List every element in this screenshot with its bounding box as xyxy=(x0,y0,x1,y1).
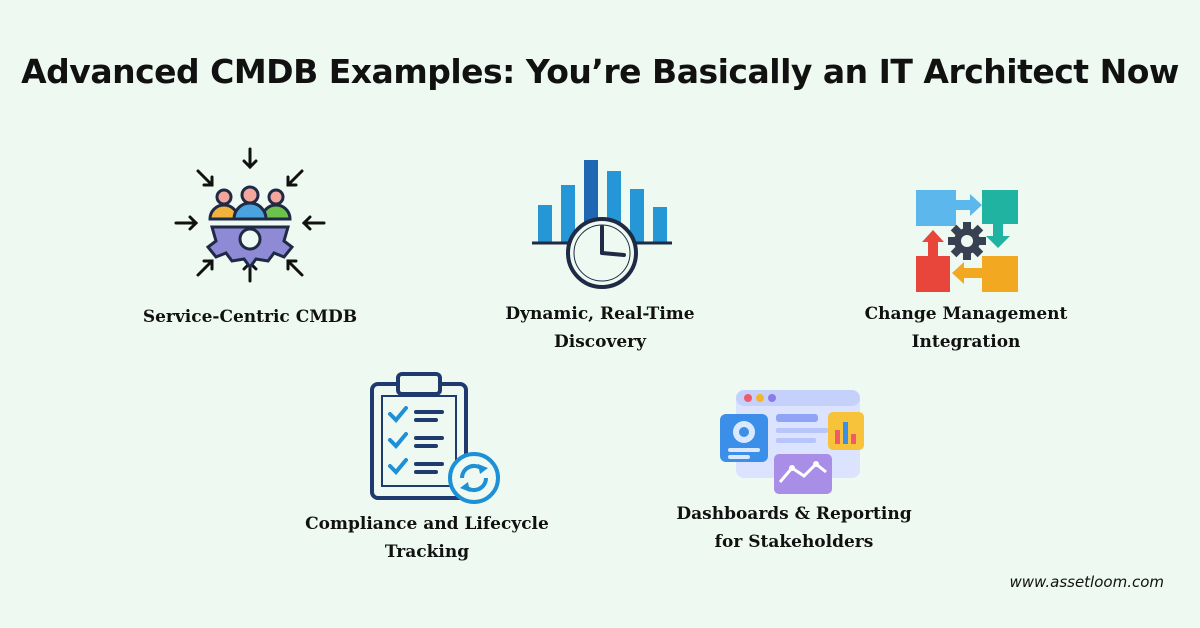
website-url: www.assetloom.com xyxy=(1009,573,1164,591)
item-label-change-management: Change Management Integration xyxy=(864,304,1068,352)
clock-bar-chart-icon xyxy=(532,160,672,289)
item-label-service-centric: Service-Centric CMDB xyxy=(142,307,358,327)
dashboard-report-icon xyxy=(720,390,864,494)
item-label-dynamic-discovery: Dynamic, Real-Time Discovery xyxy=(505,304,695,352)
puzzle-gear-icon xyxy=(916,190,1018,292)
item-label-compliance-tracking: Compliance and Lifecycle Tracking xyxy=(305,514,549,562)
team-gear-icon xyxy=(174,147,326,283)
page-title: Advanced CMDB Examples: You’re Basically… xyxy=(21,52,1179,91)
checklist-clipboard-icon xyxy=(370,372,500,504)
item-label-dashboards-reporting: Dashboards & Reporting for Stakeholders xyxy=(676,504,912,552)
